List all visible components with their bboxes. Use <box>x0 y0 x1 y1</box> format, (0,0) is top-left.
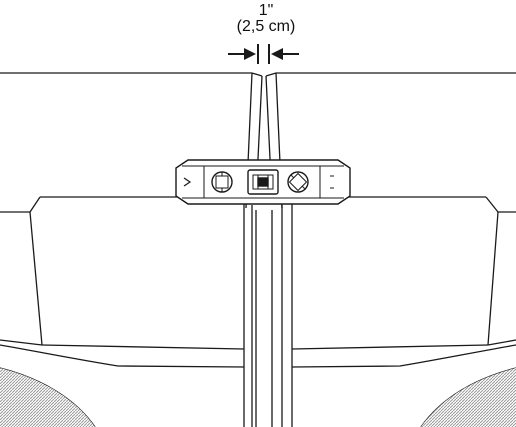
gap-dimension-marker <box>228 44 299 64</box>
spirit-level <box>175 159 351 205</box>
gap-arrow-right-head <box>271 48 283 60</box>
left-speaker-cabinet <box>0 72 263 427</box>
right-speaker-cabinet <box>265 72 516 427</box>
gap-dimension-inch-label: 1" <box>258 2 274 19</box>
gap-arrow-left-head <box>244 48 256 60</box>
gap-dimension-cm-label: (2,5 cm) <box>236 18 296 35</box>
